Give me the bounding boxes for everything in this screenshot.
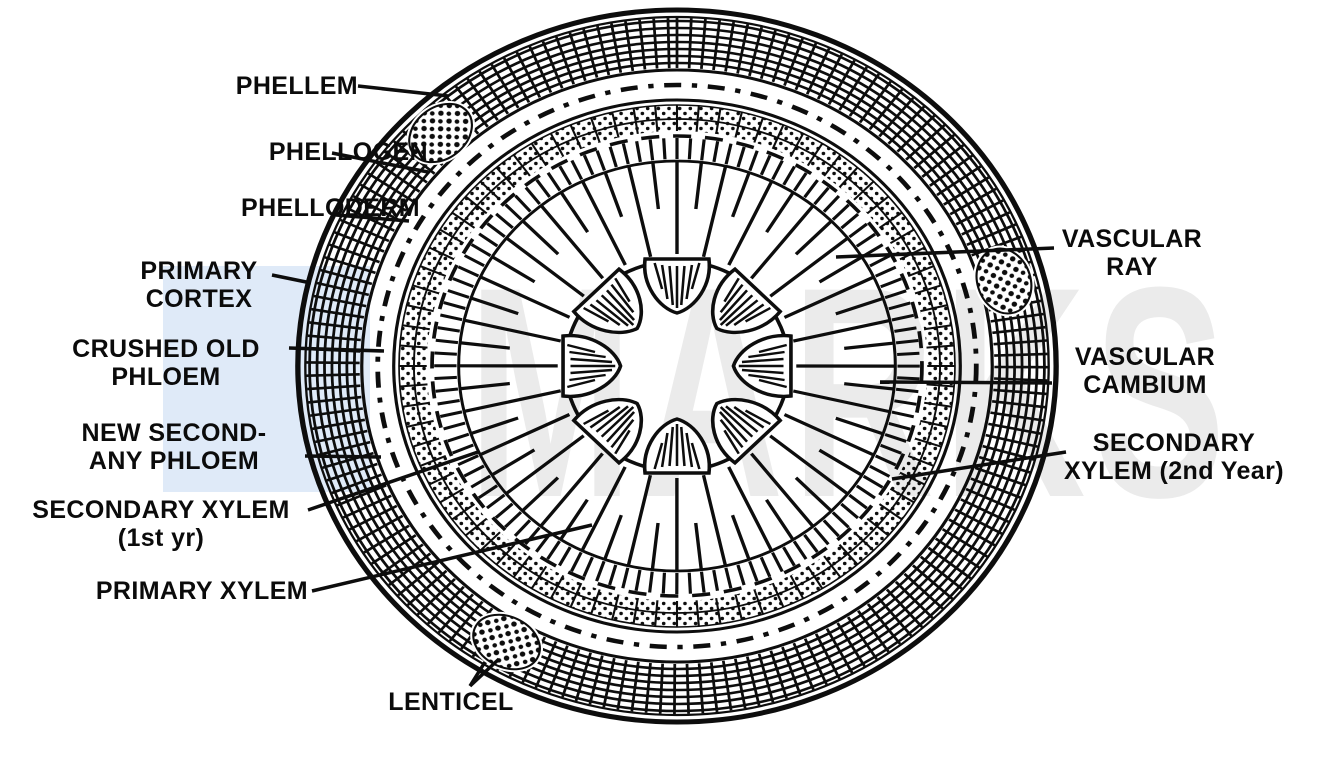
leader-primary-cortex: [271, 273, 312, 285]
lenticel-patch-top-left: [406, 100, 476, 166]
leader-new-secondary-phloem: [304, 454, 382, 459]
watermark-highlight-block: [163, 266, 370, 492]
label-primary-xylem: PRIMARY XYLEM: [95, 577, 308, 605]
leader-lines: [271, 84, 1067, 688]
label-phellem: PHELLEM: [235, 72, 358, 100]
leader-crushed-old-phloem: [288, 346, 385, 353]
leader-vascular-cambium: [879, 380, 1053, 385]
label-vascular-ray: VASCULAR RAY: [1061, 225, 1203, 281]
stem-rings: [295, 7, 1059, 725]
annual-ring-boundary: [457, 159, 897, 573]
lenticel-patches: [406, 100, 1035, 673]
leader-lenticel-fork: [468, 661, 487, 687]
phellogen-ring: [360, 68, 994, 664]
vascular-cambium-ring: [430, 134, 924, 598]
phelloderm-dashed-ring: [375, 82, 979, 650]
lenticel-patch-right: [973, 245, 1035, 317]
leader-phellem: [357, 84, 449, 98]
label-secondary-xylem-1st: SECONDARY XYLEM (1st yr): [32, 496, 290, 552]
lenticel-patch-bottom: [470, 611, 543, 673]
leader-primary-xylem: [311, 523, 593, 593]
leader-phelloderm: [335, 213, 410, 223]
leader-phellogen: [331, 151, 429, 174]
leader-secondary-xylem-1st: [307, 450, 479, 512]
label-secondary-xylem-2nd: SECONDARY XYLEM (2nd Year): [1064, 429, 1284, 485]
label-phellogen: PHELLOGEN: [268, 138, 428, 166]
label-phelloderm: PHELLODERM: [241, 194, 420, 222]
label-new-secondary-phloem: NEW SECOND- ANY PHLOEM: [81, 419, 267, 475]
label-lenticel: LENTICEL: [388, 688, 514, 716]
label-crushed-old-phloem: CRUSHED OLD PHLOEM: [72, 335, 260, 391]
epidermis-outline: [295, 7, 1059, 725]
leader-secondary-xylem-2nd: [891, 450, 1067, 481]
label-primary-cortex: PRIMARY CORTEX: [140, 257, 258, 313]
leader-vascular-ray: [835, 246, 1055, 259]
label-vascular-cambium: VASCULAR CAMBIUM: [1074, 343, 1216, 399]
